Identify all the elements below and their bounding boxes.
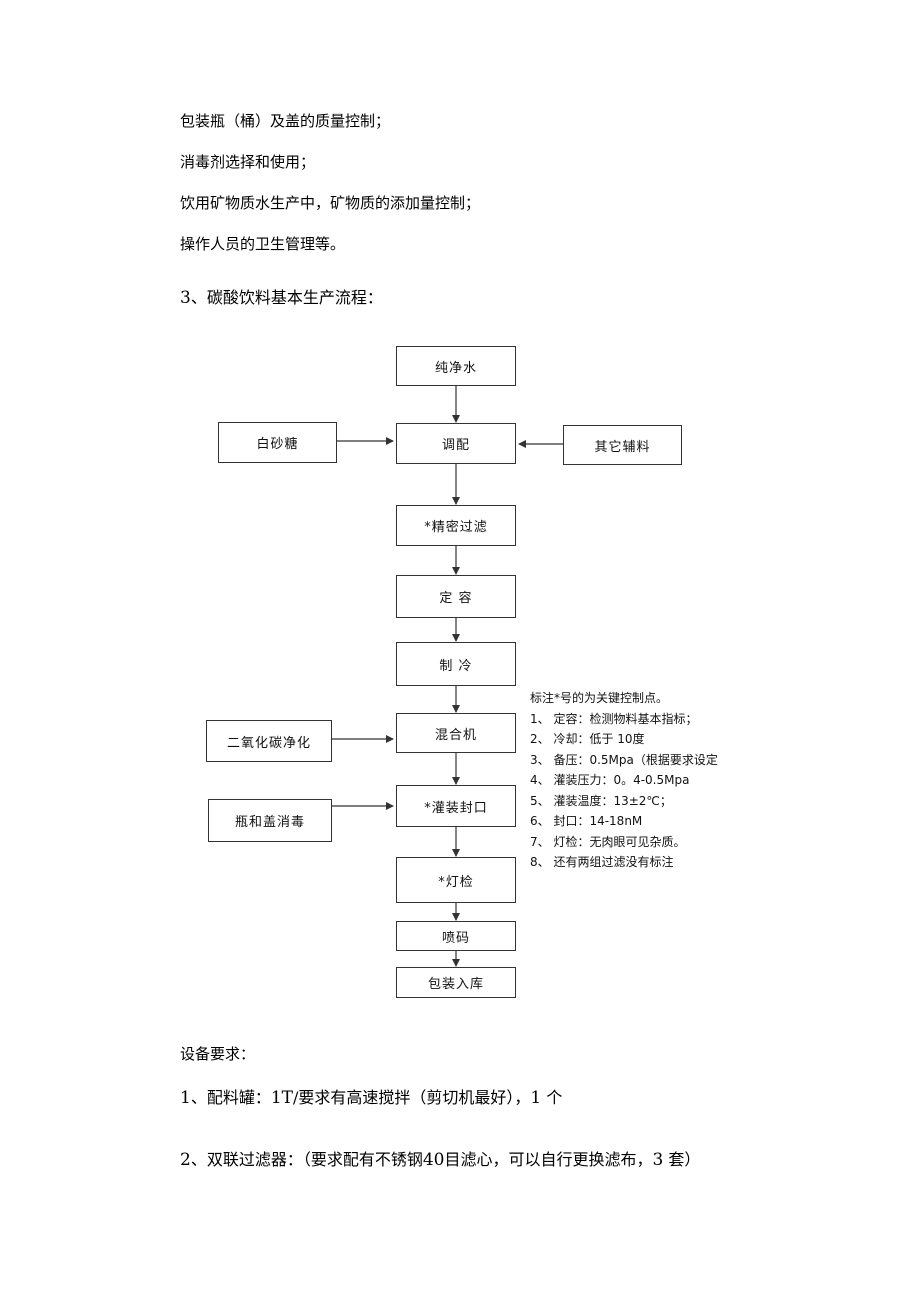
note-line: 2、 冷却：低于 10度 (530, 732, 645, 746)
control-point-notes: 标注*号的为关键控制点。 1、 定容：检测物料基本指标； 2、 冷却：低于 10… (530, 688, 718, 873)
input-white-sugar: 白砂糖 (218, 422, 337, 463)
section-title: 、碳酸饮料基本生产流程： (190, 288, 383, 307)
step-pure-water: 纯净水 (396, 346, 516, 386)
note-line: 标注*号的为关键控制点。 (530, 691, 669, 705)
paragraph-hygiene: 操作人员的卫生管理等。 (180, 235, 346, 253)
step-blending: 调配 (396, 423, 516, 464)
note-line: 3、 备压：0.5Mpa（根据要求设定 (530, 752, 718, 767)
paragraph-disinfectant: 消毒剂选择和使用； (180, 153, 316, 171)
equipment-item: 1、配料罐：1T/要求有高速搅拌（剪切机最好），1 个 (180, 1088, 563, 1108)
step-packing-storage: 包装入库 (396, 967, 516, 998)
section-heading: 3、碳酸饮料基本生产流程： (180, 284, 383, 308)
input-other-ingredients: 其它辅料 (563, 425, 682, 465)
paragraph-mineral-control: 饮用矿物质水生产中，矿物质的添加量控制； (180, 194, 481, 212)
note-line: 4、 灌装压力：0。4-0.5Mpa (530, 773, 690, 787)
section-number: 3 (180, 288, 191, 308)
step-precision-filter: *精密过滤 (396, 505, 516, 546)
note-line: 7、 灯检：无肉眼可见杂质。 (530, 834, 686, 849)
note-line: 1、 定容：检测物料基本指标； (530, 711, 698, 726)
note-line: 6、 封口：14-18nM (530, 814, 643, 828)
equipment-item: 2、双联过滤器：（要求配有不锈钢40目滤心，可以自行更换滤布，3 套） (180, 1150, 701, 1170)
step-coding: 喷码 (396, 921, 516, 951)
paragraph-bottle-cap-control: 包装瓶（桶）及盖的质量控制； (180, 112, 391, 130)
note-line: 5、 灌装温度：13±2℃； (530, 793, 672, 808)
step-filling-sealing: *灌装封口 (396, 785, 516, 827)
note-line: 8、 还有两组过滤没有标注 (530, 855, 674, 869)
step-light-inspection: *灯检 (396, 857, 516, 903)
step-volume-fixing: 定 容 (396, 575, 516, 618)
step-mixer: 混合机 (396, 713, 516, 753)
step-cooling: 制 冷 (396, 642, 516, 686)
input-co2-purification: 二氧化碳净化 (206, 720, 332, 762)
equipment-heading: 设备要求： (180, 1045, 256, 1063)
input-bottle-cap-disinfection: 瓶和盖消毒 (208, 799, 332, 842)
